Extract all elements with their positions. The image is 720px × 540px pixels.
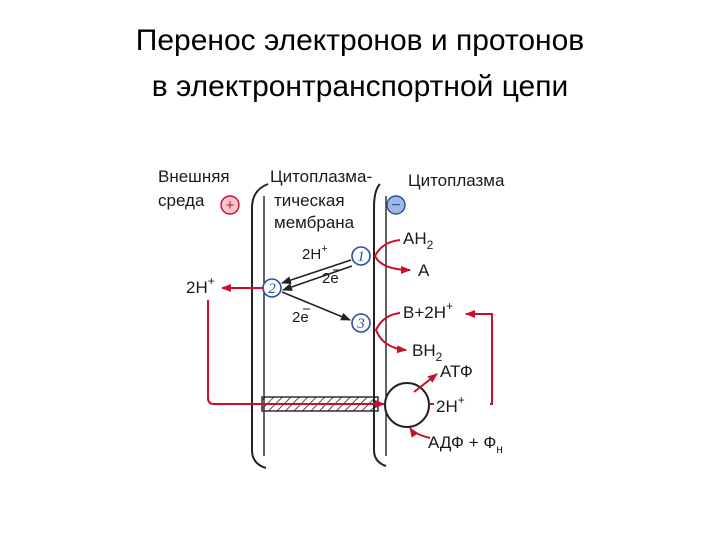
h-to-carrier2-label: 2H+ (302, 243, 328, 263)
svg-text:1: 1 (357, 249, 365, 265)
b-2h-label: B+2H+ (403, 299, 453, 322)
svg-text:3: 3 (356, 316, 365, 332)
plus-charge-icon (220, 195, 240, 215)
arrow-1-to-2-lower (282, 265, 353, 291)
minus-charge-sign: − (391, 197, 400, 214)
svg-text:2: 2 (268, 281, 276, 297)
membrane-right-wall (373, 183, 387, 467)
a-label: A (418, 261, 430, 280)
arrow-1-to-2-upper (281, 259, 352, 284)
proton-in-label: 2H+ (436, 393, 465, 416)
membrane-label-3: мембрана (274, 213, 355, 232)
atp-label: АТФ (440, 362, 473, 381)
atp-output-arrow (413, 373, 438, 393)
ah2-to-a-arrow (373, 239, 411, 274)
title-line-2: в электронтранспортной цепи (151, 70, 569, 103)
proton-out-label: 2H+ (186, 274, 215, 297)
membrane-left-wall (251, 183, 269, 469)
carrier-3: 3 (351, 313, 371, 333)
carrier-2: 2 (262, 278, 282, 298)
plus-charge-sign: + (226, 197, 235, 214)
outer-medium-label-2: среда (158, 191, 205, 210)
e-to-carrier3-label: 2e (292, 309, 309, 326)
outer-medium-label-1: Внешняя (158, 167, 230, 186)
proton-return-path (207, 300, 385, 408)
cytoplasm-label: Цитоплазма (408, 171, 505, 190)
cytoplasm-proton-loop (465, 310, 493, 405)
ah2-label: AH2 (403, 229, 434, 252)
b-to-bh2-arrow (374, 312, 407, 354)
membrane-label-1: Цитоплазма- (270, 167, 372, 186)
adp-label: АДФ + Фн (428, 433, 503, 456)
bh2-label: BH2 (412, 341, 443, 364)
membrane-label-2: тическая (274, 191, 345, 210)
carrier-1: 1 (351, 246, 371, 266)
adp-input-arrow (409, 427, 431, 439)
atp-synthase-head (384, 382, 430, 428)
title-line-1: Перенос электронов и протонов (135, 24, 585, 57)
arrow-2-to-3 (281, 291, 351, 321)
slide-title: Перенос электронов и протонов в электрон… (0, 18, 720, 110)
e-to-carrier2-label: 2e (322, 270, 339, 287)
minus-charge-icon (386, 195, 406, 215)
